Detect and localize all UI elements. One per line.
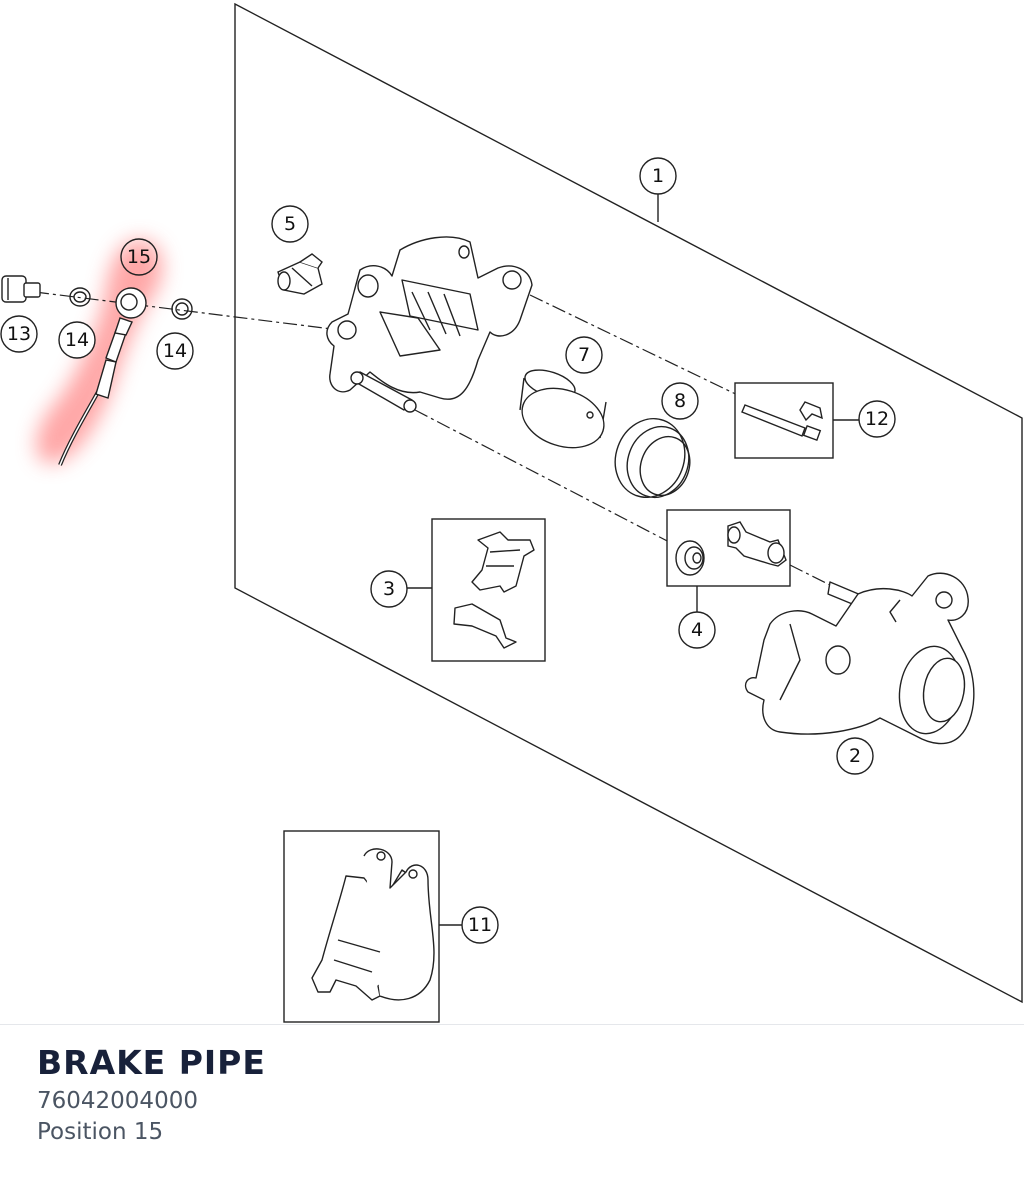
bracket-part-2[interactable] (744, 572, 975, 745)
callout-label-8: 8 (674, 390, 686, 412)
callout-label-2: 2 (849, 745, 861, 767)
highlight-position-15[interactable] (36, 240, 163, 464)
pin-part-12[interactable] (741, 401, 823, 441)
callout-1[interactable] (639, 157, 677, 195)
callout-12[interactable] (858, 400, 896, 438)
divider (0, 1024, 1024, 1025)
callout-label-4: 4 (691, 619, 703, 641)
callout-label-7: 7 (578, 344, 590, 366)
callout-8[interactable] (661, 382, 699, 420)
part-name: BRAKE PIPE (37, 1043, 266, 1082)
callout-label-1: 1 (652, 165, 664, 187)
callout-11[interactable] (461, 906, 499, 944)
callout-15[interactable] (120, 238, 158, 276)
callout-label-14-left: 14 (65, 329, 89, 351)
callout-label-3: 3 (383, 578, 395, 600)
part-info-panel: BRAKE PIPE 76042004000 Position 15 (37, 1040, 266, 1148)
brake-pads-part-11[interactable] (311, 848, 435, 1001)
callout-7[interactable] (565, 336, 603, 374)
callout-2[interactable] (836, 737, 874, 775)
washer-part-14-left[interactable] (69, 287, 91, 307)
assembly-frame (234, 2, 1023, 1004)
bolt-part-13[interactable] (1, 275, 41, 303)
callout-label-13: 13 (7, 323, 31, 345)
callout-13[interactable] (0, 315, 38, 353)
callout-5[interactable] (271, 205, 309, 243)
axis-pin (529, 294, 749, 401)
caliper-housing-part-1[interactable] (326, 236, 533, 413)
callout-3[interactable] (370, 570, 408, 608)
callout-14-right[interactable] (156, 332, 194, 370)
brake-pipe-part-15[interactable] (58, 287, 147, 466)
piston-part-7[interactable] (514, 365, 611, 458)
callout-14-left[interactable] (58, 321, 96, 359)
callout-4[interactable] (678, 611, 716, 649)
part-position: Position 15 (37, 1119, 164, 1145)
boot-part-4[interactable] (675, 521, 787, 576)
callout-label-14-right: 14 (163, 340, 187, 362)
axis-slide-2 (789, 564, 861, 601)
washer-part-14-right[interactable] (171, 298, 193, 320)
callout-label-12: 12 (865, 408, 889, 430)
seal-part-8[interactable] (604, 409, 698, 507)
callout-label-15: 15 (127, 246, 151, 268)
spring-part-3[interactable] (453, 531, 535, 649)
bleeder-part-5[interactable] (277, 253, 323, 295)
part-number: 76042004000 (37, 1088, 198, 1114)
callout-label-11: 11 (468, 914, 492, 936)
axis-slide (414, 409, 676, 546)
callout-label-5: 5 (284, 213, 296, 235)
exploded-parts-diagram: 1 2 3 4 5 7 8 11 12 13 14 14 15 (0, 2, 1023, 1023)
